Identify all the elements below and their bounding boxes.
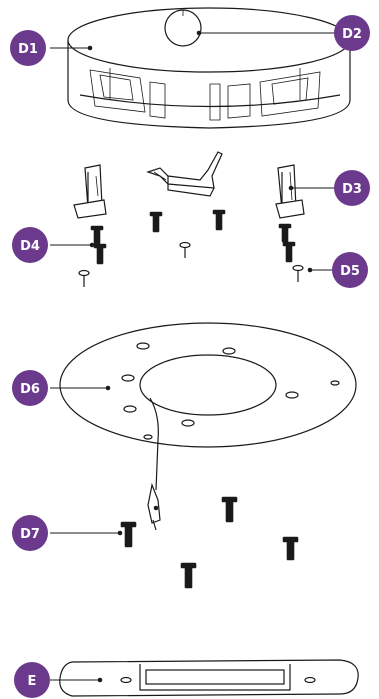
mounting-plate-callout (50, 385, 111, 391)
label-d1-text: D1 (18, 42, 38, 57)
junction-box-callout (50, 45, 93, 51)
base-plate (59, 659, 359, 697)
long-screw-2 (120, 521, 137, 548)
label-d7: D7 (12, 515, 48, 551)
screw-callout-d5 (307, 267, 334, 273)
cable-hole-callout (196, 30, 336, 36)
label-d6: D6 (12, 370, 48, 406)
screw-1 (149, 211, 163, 233)
screws-set-a (90, 209, 296, 265)
small-screw-2 (78, 269, 90, 287)
label-d4: D4 (12, 227, 48, 263)
label-d2: D2 (334, 15, 370, 51)
label-e-text: E (28, 674, 37, 689)
screw-2 (212, 209, 226, 231)
label-d6-text: D6 (20, 382, 40, 397)
screw-3 (90, 225, 104, 245)
bracket-middle (146, 151, 223, 197)
label-d3: D3 (334, 170, 370, 206)
long-screw-3 (282, 536, 299, 561)
bracket-left (73, 164, 107, 219)
small-screw-1 (179, 241, 191, 258)
label-d2-text: D2 (342, 27, 362, 42)
label-d4-text: D4 (20, 239, 40, 254)
long-screw-4 (180, 562, 197, 589)
long-screws (120, 496, 299, 589)
small-screw-3 (292, 264, 304, 282)
bracket-right (275, 164, 305, 219)
screw-6 (282, 241, 296, 263)
screws-set-b (78, 241, 304, 287)
screw-5 (278, 223, 292, 243)
base-plate-callout (50, 677, 103, 683)
junction-box (67, 7, 351, 129)
label-d1: D1 (10, 30, 46, 66)
plate-holes (121, 342, 340, 440)
screw-callout-d4 (50, 242, 95, 248)
label-d5-text: D5 (340, 264, 360, 279)
label-d3-text: D3 (342, 182, 362, 197)
long-screw-1 (221, 496, 238, 523)
mounting-plate (59, 322, 357, 531)
label-e: E (14, 662, 50, 698)
long-screw-callout (50, 530, 123, 536)
label-d5: D5 (332, 252, 368, 288)
label-d7-text: D7 (20, 527, 40, 542)
screw-4 (93, 243, 107, 265)
bracket-callout (288, 185, 336, 191)
